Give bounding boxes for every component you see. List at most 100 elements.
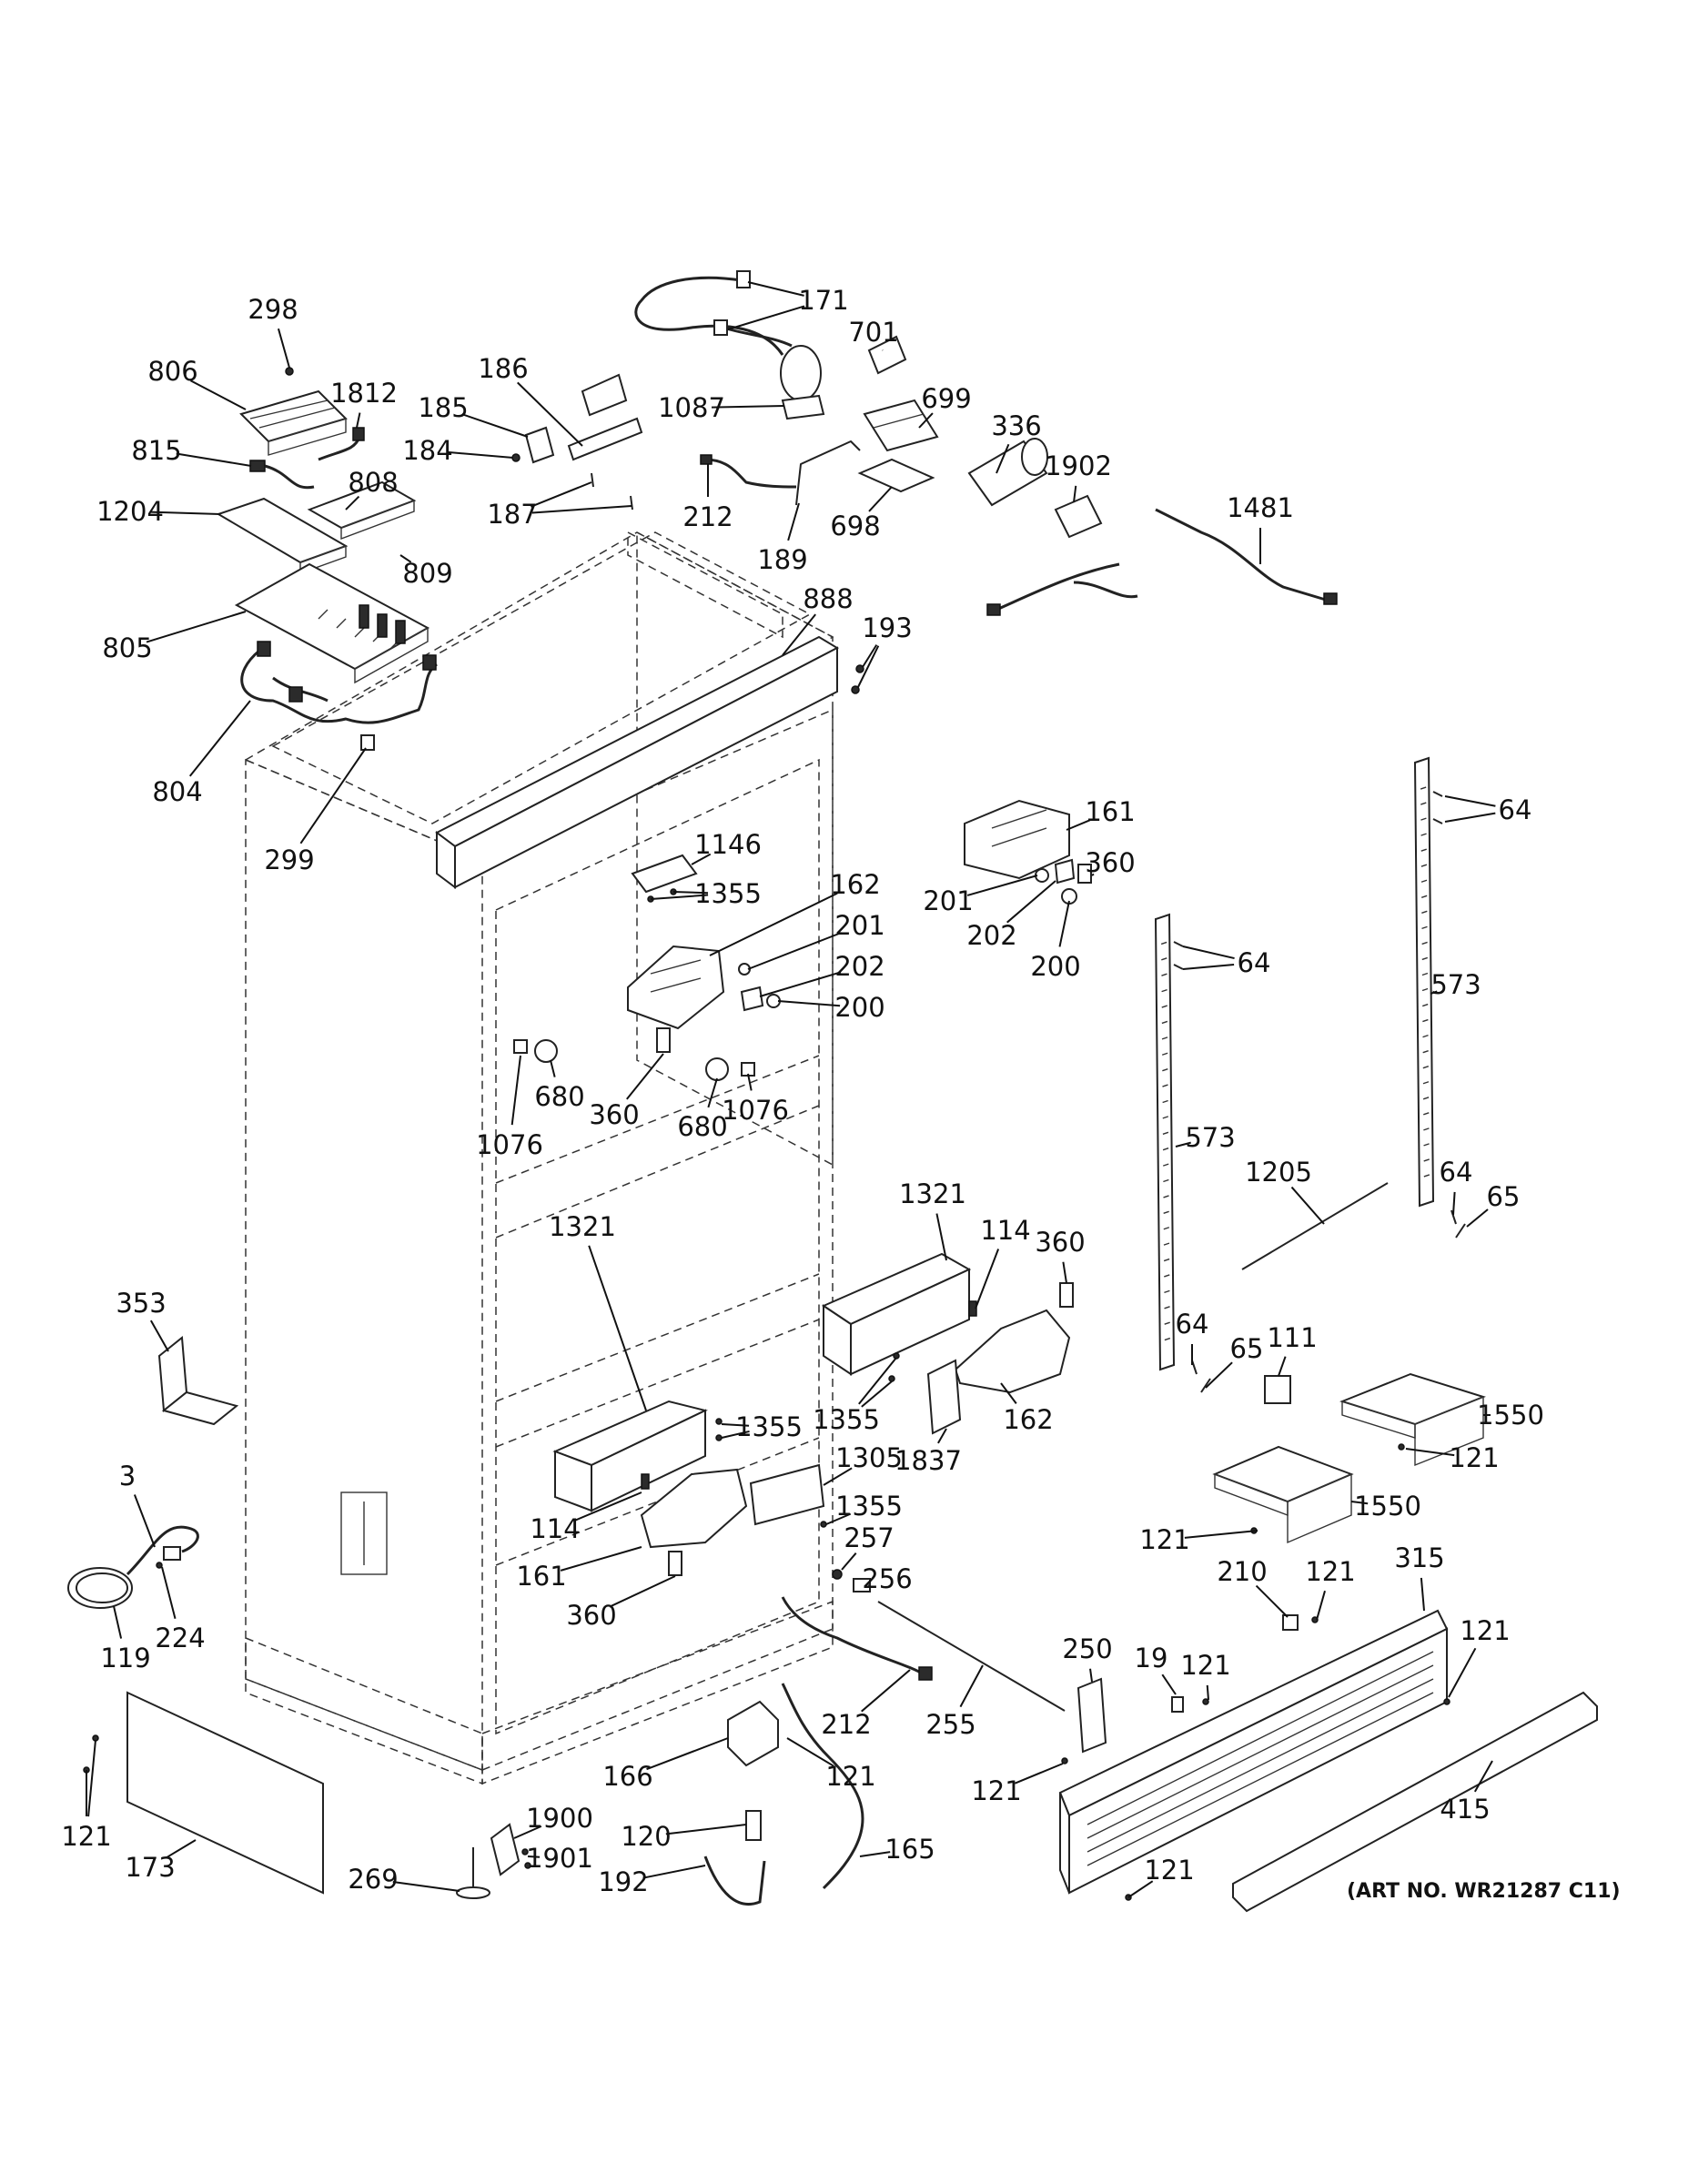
callout-173: 173 (125, 1852, 175, 1883)
callout-121: 121 (61, 1821, 111, 1852)
part-162-hinge-right (954, 1309, 1071, 1394)
leader-line-121 (1316, 1590, 1326, 1621)
callout-121: 121 (1449, 1442, 1499, 1473)
leader-line-1355 (721, 1430, 750, 1439)
part-1146-bracket (631, 854, 698, 894)
part-1550-cover-top (1339, 1372, 1486, 1467)
leader-line-19 (1161, 1673, 1177, 1695)
part-1481-harness (986, 508, 1338, 616)
callout-202: 202 (966, 920, 1016, 951)
leader-line-200 (1058, 900, 1070, 947)
leader-line-161 (1066, 818, 1093, 831)
leader-line-360 (626, 1053, 664, 1100)
callout-1902: 1902 (1045, 450, 1112, 481)
part-698-plate (857, 458, 935, 493)
part-3-119-224-cordset (67, 1525, 199, 1609)
leader-line-698 (868, 486, 893, 512)
leader-line-187 (531, 481, 592, 508)
part-1837-bracket (926, 1359, 962, 1435)
leader-line-162 (709, 892, 838, 956)
leader-line-186 (517, 381, 583, 447)
leader-line-805 (146, 611, 247, 643)
part-1355-screw-single (820, 1521, 827, 1528)
callout-257: 257 (844, 1522, 894, 1553)
part-573-rail-slots (1160, 786, 1430, 1341)
callout-1087: 1087 (658, 392, 725, 423)
part-114-screws-right (968, 1300, 977, 1317)
leader-line-64 (1182, 963, 1235, 970)
part-1076-cap-center (741, 1062, 755, 1077)
leader-line-184 (447, 450, 514, 459)
callout-65: 65 (1230, 1333, 1264, 1364)
callout-184: 184 (402, 435, 452, 466)
leader-line-121 (1405, 1448, 1455, 1457)
leader-line-65 (1205, 1361, 1233, 1389)
callout-1355: 1355 (694, 878, 762, 909)
callout-121: 121 (1139, 1524, 1189, 1555)
callout-187: 187 (487, 499, 537, 530)
callout-805: 805 (102, 632, 152, 663)
callout-200: 200 (1030, 951, 1080, 982)
part-701-clip (867, 335, 907, 375)
leader-line-166 (646, 1737, 729, 1771)
leader-line-187 (531, 505, 632, 514)
leader-line-699 (918, 412, 934, 429)
leader-line-119 (113, 1605, 123, 1639)
callout-1305: 1305 (835, 1442, 903, 1473)
callout-119: 119 (100, 1643, 150, 1673)
callout-212: 212 (821, 1709, 871, 1740)
leader-line-121 (1014, 1763, 1064, 1785)
leader-line-360 (1062, 1261, 1067, 1284)
callout-806: 806 (147, 356, 197, 387)
callout-701: 701 (848, 317, 898, 348)
callout-1900: 1900 (526, 1803, 593, 1834)
callout-185: 185 (418, 392, 468, 423)
callout-171: 171 (798, 285, 848, 316)
part-212-harness-top (700, 454, 797, 489)
leader-line-353 (149, 1320, 169, 1352)
callout-1550: 1550 (1354, 1491, 1421, 1522)
leader-line-315 (1420, 1577, 1425, 1612)
callout-201: 201 (923, 885, 973, 916)
callout-256: 256 (862, 1563, 912, 1594)
part-808-board (307, 480, 417, 541)
callout-815: 815 (131, 435, 181, 466)
leader-line-255 (959, 1664, 984, 1708)
leader-line-1355 (672, 891, 709, 895)
callout-192: 192 (598, 1866, 648, 1897)
part-299-connector (360, 734, 375, 751)
part-189-bracket (795, 440, 861, 506)
leader-line-200 (777, 1000, 841, 1007)
callout-1355: 1355 (813, 1404, 880, 1435)
callout-114: 114 (530, 1513, 580, 1544)
part-1812-connector (318, 427, 365, 461)
leader-line-171 (747, 281, 804, 297)
callout-224: 224 (155, 1623, 205, 1653)
callout-193: 193 (862, 612, 912, 643)
leader-line-111 (1278, 1356, 1287, 1377)
part-19-screw (1171, 1696, 1184, 1713)
leader-line-815 (176, 452, 252, 467)
part-1355-screws-top (647, 888, 677, 903)
leader-line-415 (1473, 1760, 1493, 1793)
callout-255: 255 (925, 1709, 975, 1740)
leader-line-121 (1184, 1530, 1258, 1539)
leader-line-680 (550, 1059, 556, 1077)
leader-line-1321 (935, 1213, 947, 1261)
callout-114: 114 (980, 1215, 1030, 1246)
leader-line-202 (759, 971, 842, 997)
leader-line-888 (782, 613, 816, 656)
leader-line-114 (975, 1249, 1000, 1309)
leader-line-189 (787, 502, 800, 541)
leader-line-185 (461, 413, 529, 438)
art-number: (ART NO. WR21287 C11) (1347, 1880, 1621, 1903)
callout-64: 64 (1176, 1309, 1209, 1340)
part-680-cam-left (534, 1039, 558, 1063)
leader-line-224 (161, 1566, 177, 1619)
leader-line-809 (399, 554, 412, 563)
callout-680: 680 (534, 1081, 584, 1112)
callout-200: 200 (834, 992, 884, 1023)
part-1901-screws (521, 1848, 531, 1869)
part-888-top-cover (435, 635, 840, 889)
